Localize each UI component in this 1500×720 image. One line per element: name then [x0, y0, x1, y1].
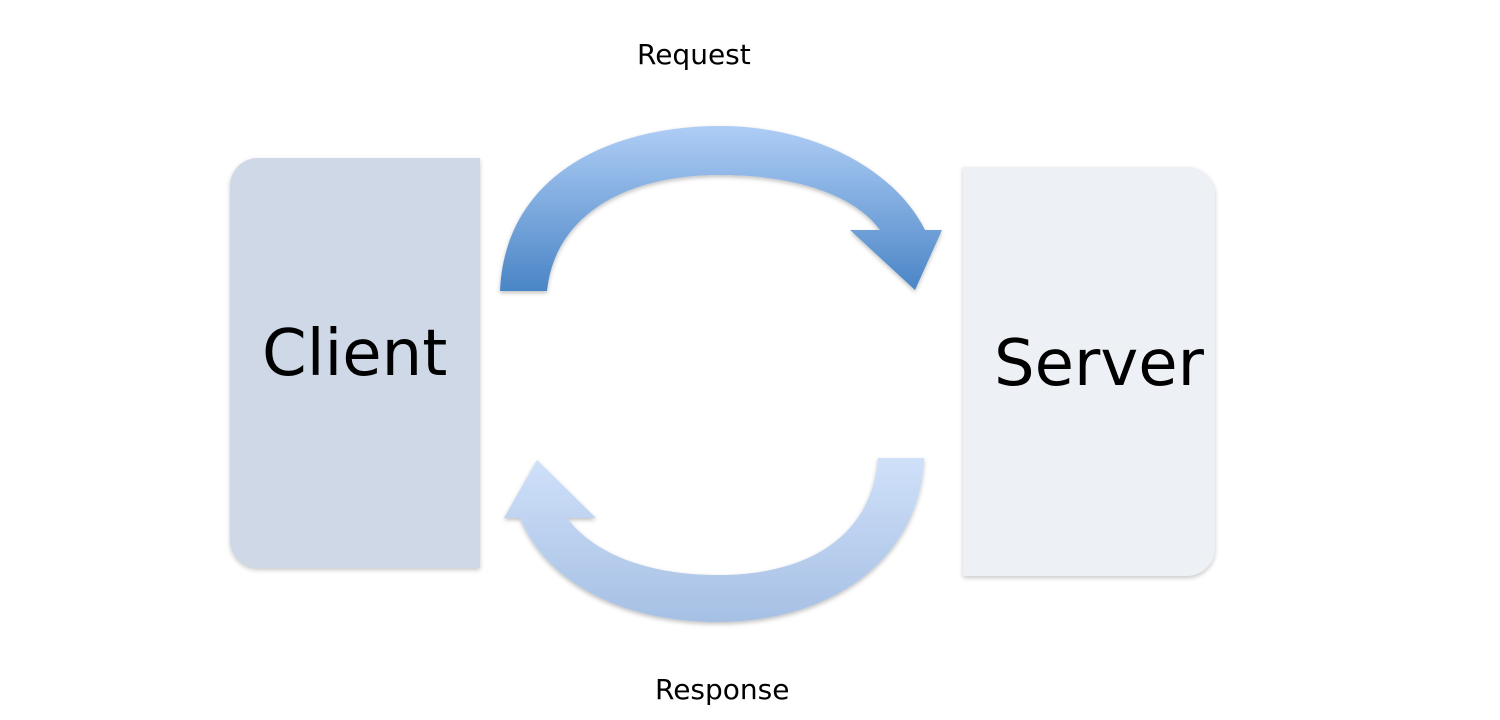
request-arrow: [500, 126, 942, 291]
response-label: Response: [655, 673, 790, 706]
server-box: [963, 167, 1215, 576]
client-box: [230, 158, 480, 568]
request-label: Request: [637, 38, 751, 71]
client-label: Client: [262, 317, 448, 391]
server-label: Server: [994, 327, 1204, 401]
response-arrow: [504, 458, 924, 622]
